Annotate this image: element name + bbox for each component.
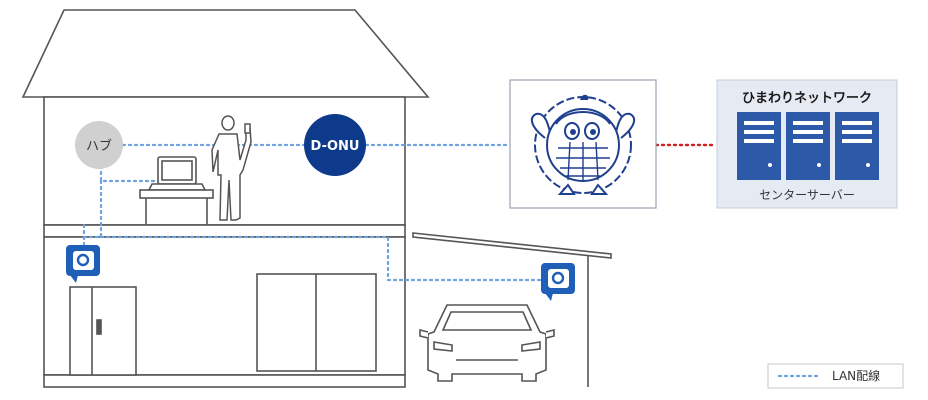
house-roof	[21, 9, 430, 98]
legend: LAN配線	[767, 363, 904, 389]
server-rack-icon	[737, 112, 781, 180]
security-camera-icon	[541, 263, 575, 301]
carport	[412, 232, 612, 387]
mascot-panel	[509, 79, 657, 209]
sunflower-mascot-icon	[530, 94, 636, 195]
network-title: ひまわりネットワーク	[742, 91, 872, 106]
door-handle	[96, 319, 102, 335]
hub-label: ハブ	[86, 138, 112, 154]
onu-node: D-ONU	[304, 114, 366, 176]
legend-lan-label: LAN配線	[832, 368, 880, 383]
network-panel: ひまわりネットワーク センターサーバー	[716, 79, 898, 209]
car-icon	[419, 304, 555, 382]
house-door	[69, 286, 137, 376]
security-camera-icon	[66, 245, 100, 283]
server-rack-icon	[786, 112, 830, 180]
server-caption: センターサーバー	[759, 188, 855, 202]
laptop-icon	[139, 156, 214, 225]
lan-wiring	[82, 143, 542, 282]
onu-label: D-ONU	[311, 139, 360, 154]
server-rack-icon	[835, 112, 879, 180]
person-with-phone-icon	[211, 115, 252, 221]
house-foundation	[43, 374, 406, 388]
house-floor-slab	[43, 224, 406, 238]
hub-node: ハブ	[75, 121, 123, 169]
